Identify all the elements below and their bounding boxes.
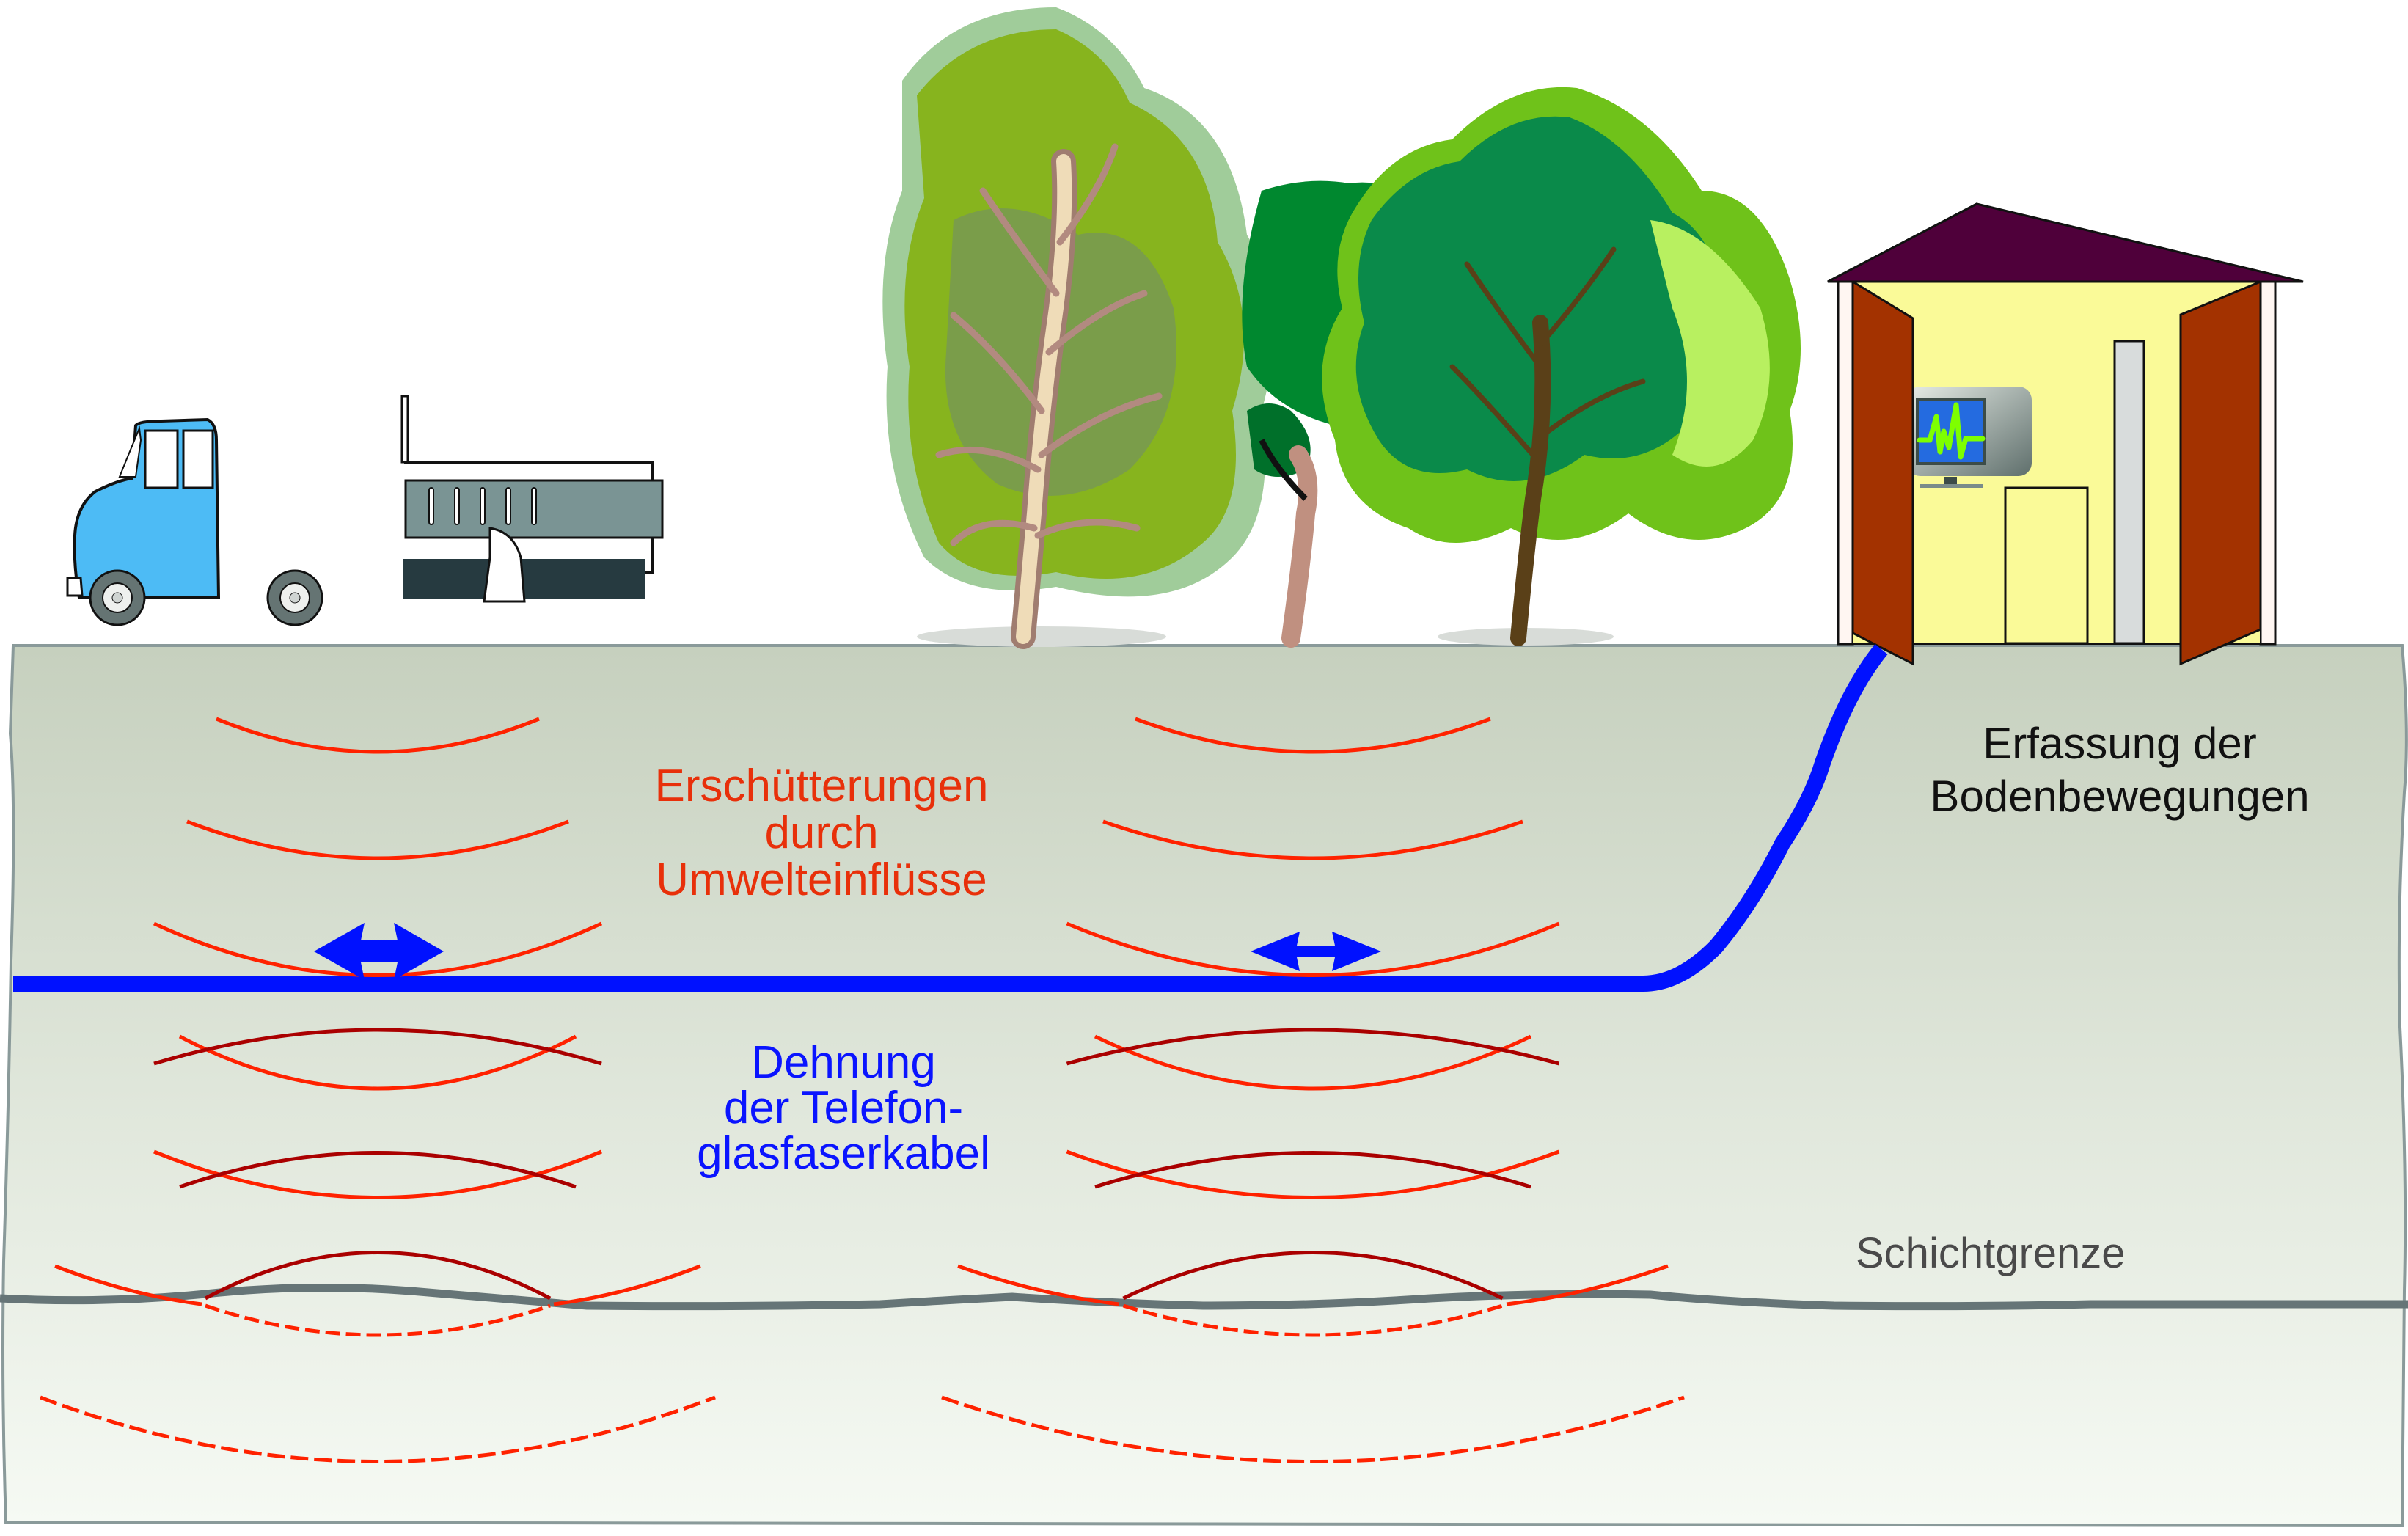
- wavefront: [957, 1264, 1120, 1306]
- wavefront: [1066, 921, 1560, 977]
- transmitted-wavefront: [40, 1395, 716, 1463]
- reflected-wavefront: [179, 1151, 577, 1189]
- wavefront: [178, 1034, 577, 1091]
- vibration-label-line-1: Erschütterungen: [654, 761, 989, 811]
- reflected-wavefront: [1094, 1151, 1531, 1189]
- stretch-arrow-right: [1251, 932, 1381, 971]
- wavefront: [1094, 1034, 1532, 1091]
- wave-fronts: [40, 717, 1685, 1463]
- measurement-hut: [1827, 202, 2304, 666]
- reflected-wavefront: [204, 1251, 552, 1301]
- fiber-cable[interactable]: [13, 644, 1888, 992]
- truck: [66, 395, 664, 626]
- cable-stretch-label: Dehnung der Telefon- glasfaserkabel: [660, 1040, 1027, 1177]
- transmitted-wavefront: [205, 1303, 551, 1337]
- detection-label-line-1: Erfassung der: [1983, 719, 2257, 768]
- tree-right: [1322, 87, 1801, 646]
- wavefront: [186, 819, 569, 860]
- cable-stretch-label-line-1: Dehnung: [751, 1037, 936, 1088]
- vibration-label-line-3: Umwelteinflüsse: [656, 855, 987, 905]
- cable-stretch-label-line-3: glasfaserkabel: [697, 1128, 990, 1179]
- cable-stretch-label-line-2: der Telefon-: [723, 1083, 964, 1133]
- wavefront: [1135, 717, 1491, 754]
- wavefront: [54, 1264, 202, 1306]
- vibration-label-line-2: durch: [764, 808, 879, 858]
- wavefront: [1102, 819, 1523, 860]
- detection-label: Erfassung der Bodenbewegungen: [1856, 717, 2384, 823]
- reflected-wavefront: [1066, 1028, 1560, 1066]
- monitor-icon: [1907, 387, 2032, 488]
- tree-left: [882, 7, 1273, 649]
- stretch-arrow-left: [314, 923, 444, 980]
- detection-label-line-2: Bodenbewegungen: [1930, 772, 2310, 821]
- transmitted-wavefront: [941, 1395, 1685, 1463]
- wavefront: [153, 921, 603, 977]
- wavefront: [216, 717, 540, 754]
- wavefront: [1506, 1264, 1669, 1306]
- reflected-wavefront: [153, 1028, 602, 1066]
- layer-boundary-label: Schichtgrenze: [1856, 1229, 2126, 1277]
- transmitted-wavefront: [1122, 1303, 1504, 1337]
- vibration-label: Erschütterungen durch Umwelteinflüsse: [616, 763, 1027, 904]
- reflected-wavefront: [1122, 1251, 1504, 1301]
- wavefront: [553, 1264, 701, 1306]
- layer-boundary-line: [0, 1283, 2408, 1311]
